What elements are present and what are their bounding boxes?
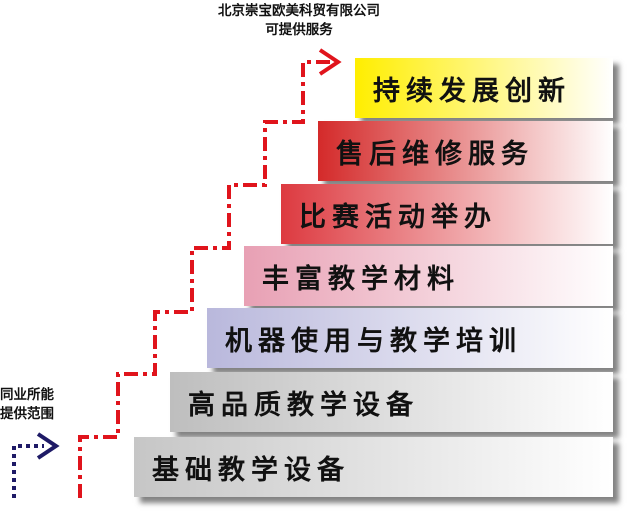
step-basic-equipment: 基础教学设备 bbox=[134, 437, 613, 497]
peer-path-arrowhead bbox=[36, 432, 60, 460]
peer-caption-line2: 提供范围 bbox=[0, 406, 54, 422]
peer-range-path bbox=[12, 444, 44, 498]
step-label: 售后维修服务 bbox=[336, 138, 534, 170]
step-label: 持续发展创新 bbox=[373, 75, 571, 107]
peer-caption-line1: 同业所能 bbox=[0, 387, 54, 403]
step-quality-equipment: 高品质教学设备 bbox=[170, 372, 613, 432]
step-competition-events: 比赛活动举办 bbox=[281, 184, 613, 244]
step-label: 丰富教学材料 bbox=[262, 263, 460, 295]
company-name: 北京崇宝欧美科贸有限公司 bbox=[218, 3, 380, 19]
step-machine-training: 机器使用与教学培训 bbox=[207, 308, 613, 368]
company-service-caption: 北京崇宝欧美科贸有限公司 可提供服务 bbox=[170, 2, 428, 40]
step-sustainable-innovation: 持续发展创新 bbox=[355, 58, 613, 118]
step-label: 比赛活动举办 bbox=[299, 201, 497, 233]
step-label: 机器使用与教学培训 bbox=[225, 325, 522, 357]
step-teaching-materials: 丰富教学材料 bbox=[244, 246, 613, 306]
step-label: 高品质教学设备 bbox=[188, 389, 419, 421]
step-label: 基础教学设备 bbox=[152, 454, 350, 486]
company-service-label: 可提供服务 bbox=[265, 22, 333, 38]
company-path-arrowhead bbox=[318, 48, 342, 76]
peer-range-caption: 同业所能 提供范围 bbox=[0, 386, 72, 424]
company-service-path bbox=[78, 60, 330, 498]
step-after-sales-service: 售后维修服务 bbox=[318, 121, 613, 181]
